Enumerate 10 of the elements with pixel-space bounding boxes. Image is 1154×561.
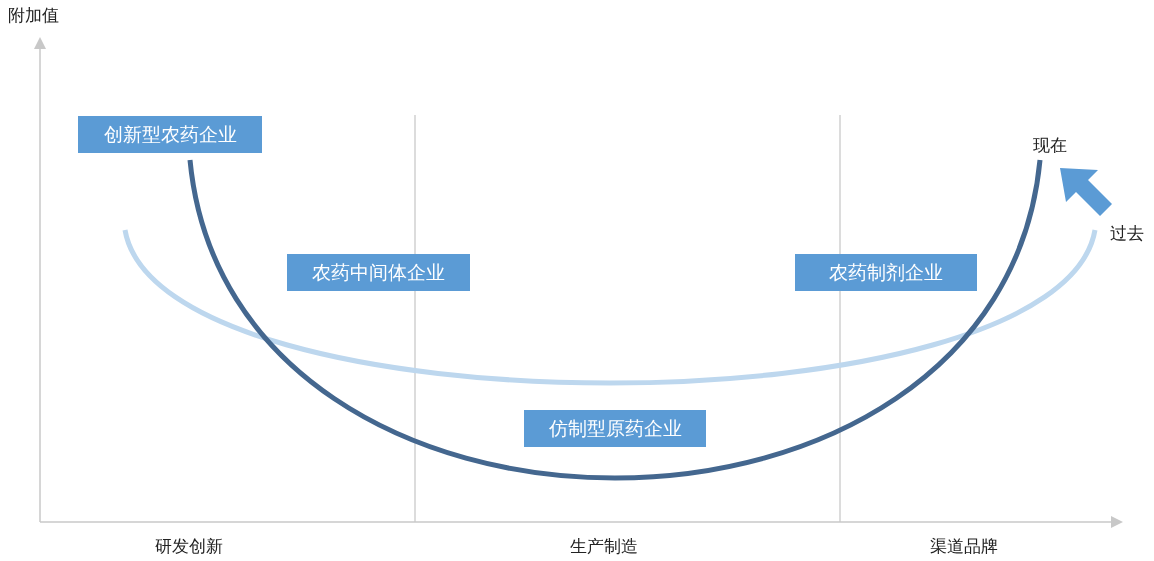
axis-label: 渠道品牌 (930, 535, 998, 558)
company-box: 农药中间体企业 (287, 254, 470, 291)
curve-label: 现在 (1033, 134, 1067, 157)
company-box: 农药制剂企业 (795, 254, 977, 291)
curve-label: 过去 (1110, 222, 1144, 245)
company-box: 仿制型原药企业 (524, 410, 706, 447)
company-box: 创新型农药企业 (78, 116, 262, 153)
axis-title: 附加值 (8, 4, 59, 27)
axis-label: 生产制造 (570, 535, 638, 558)
axis-label: 研发创新 (155, 535, 223, 558)
